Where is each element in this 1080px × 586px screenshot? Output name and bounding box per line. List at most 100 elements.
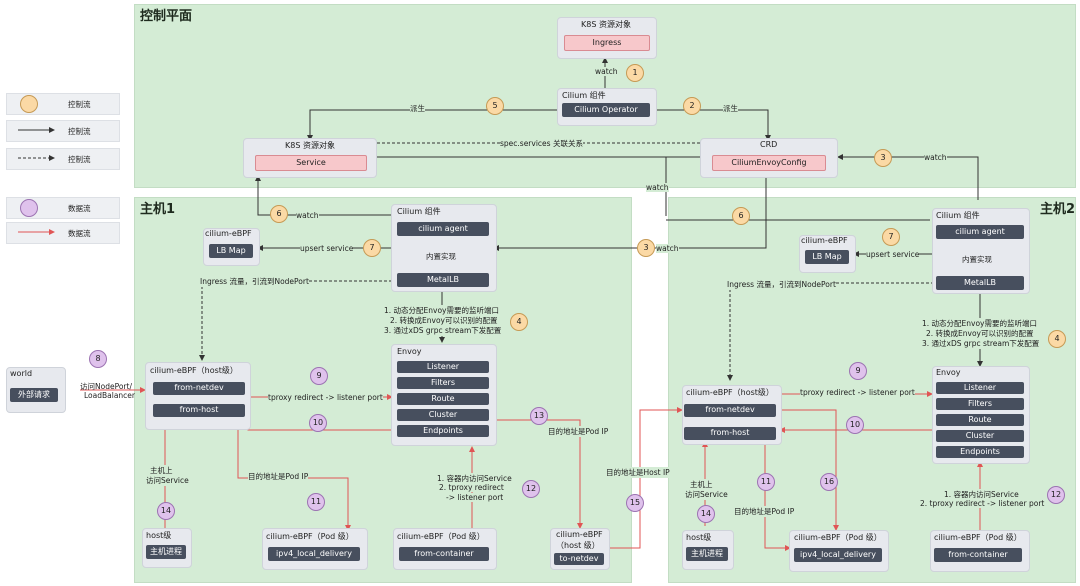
host1-cluster-box[interactable]: Cluster xyxy=(397,409,489,421)
crd-title: CRD xyxy=(760,140,778,149)
spec-services-label: spec.services 关联关系 xyxy=(500,138,583,149)
watch-label: watch xyxy=(924,153,947,162)
step-6-icon: 6 xyxy=(732,207,750,225)
world-title: world xyxy=(10,369,33,378)
host2-from-netdev-box[interactable]: from-netdev xyxy=(684,404,776,417)
host1-envoy-step: 1. 动态分配Envoy需要的监听端口 xyxy=(384,305,499,316)
control-plane-title: 控制平面 xyxy=(140,9,193,24)
host2-listener-box[interactable]: Listener xyxy=(936,382,1024,394)
host1-from-container-box[interactable]: from-container xyxy=(399,547,489,561)
step-9-icon: 9 xyxy=(310,367,328,385)
host1-metallb-box[interactable]: MetalLB xyxy=(397,273,489,287)
step-4-icon: 4 xyxy=(1048,330,1066,348)
host2-envoy-step: 2. 转换成Envoy可以识别的配置 xyxy=(926,328,1034,339)
host2-cilium-agent-box[interactable]: cilium agent xyxy=(936,225,1024,239)
host1-from-host-box[interactable]: from-host xyxy=(153,404,245,417)
host2-lbmap-box[interactable]: LB Map xyxy=(805,250,849,264)
host2-ipv4-local-box[interactable]: ipv4_local_delivery xyxy=(794,548,882,562)
step-7-icon: 7 xyxy=(363,239,381,257)
host1-host-ebpf2-title: （host 级） xyxy=(556,541,600,550)
step-10-icon: 10 xyxy=(309,414,327,432)
host1-title: 主机1 xyxy=(140,202,176,217)
host1-ipv4-local-box[interactable]: ipv4_local_delivery xyxy=(268,547,360,561)
step-15-icon: 15 xyxy=(626,494,644,512)
legend-item xyxy=(6,148,120,170)
host1-host-ebpf-title: cilium-eBPF（host级） xyxy=(150,366,238,375)
step-7-icon: 7 xyxy=(882,228,900,246)
legend-control-circle-icon xyxy=(20,95,38,113)
legend-label: 控制流 xyxy=(68,155,91,164)
host1-envoy-step: 3. 通过xDS grpc stream下发配置 xyxy=(384,325,502,336)
host1-tproxy-label: tproxy redirect -> listener port xyxy=(268,393,383,402)
host2-dest-host-label: 目的地址是Host IP xyxy=(606,467,670,478)
world-access-label: 访问NodePort/ xyxy=(80,382,132,391)
cilium-component-title: Cilium 组件 xyxy=(562,91,606,100)
host1-dest-pod-label: 目的地址是Pod IP xyxy=(248,471,309,482)
step-12-icon: 12 xyxy=(1047,486,1065,504)
step-11-icon: 11 xyxy=(307,493,325,511)
host1-route-box[interactable]: Route xyxy=(397,393,489,405)
spawn-label: 派生 xyxy=(723,103,738,114)
legend-label: 控制流 xyxy=(68,100,91,109)
step-13-icon: 13 xyxy=(530,407,548,425)
host2-host-ebpf-title: cilium-eBPF（host级） xyxy=(686,388,774,397)
host2-cluster-box[interactable]: Cluster xyxy=(936,430,1024,442)
step-6-icon: 6 xyxy=(270,205,288,223)
host1-envoy-title: Envoy xyxy=(397,347,422,356)
host2-host-access-label: 访问Service xyxy=(685,489,728,500)
host1-listener-box[interactable]: Listener xyxy=(397,361,489,373)
host1-host-ebpf-card xyxy=(145,362,251,430)
host2-cilium-component-title: Cilium 组件 xyxy=(936,211,980,220)
host2-ebpf-title: cilium-eBPF xyxy=(801,236,848,245)
legend-item xyxy=(6,222,120,244)
cilium-operator-box[interactable]: Cilium Operator xyxy=(562,103,650,117)
host2-container-step: 2. tproxy redirect -> listener port xyxy=(920,499,1045,508)
host2-builtin-label: 内置实现 xyxy=(962,255,992,264)
host2-pod-ebpf-title: cilium-eBPF（Pod 级） xyxy=(794,533,882,542)
legend-label: 数据流 xyxy=(68,204,91,213)
host2-route-box[interactable]: Route xyxy=(936,414,1024,426)
host1-cilium-agent-box[interactable]: cilium agent xyxy=(397,222,489,236)
host1-container-step: -> listener port xyxy=(446,493,504,502)
host2-from-container-box[interactable]: from-container xyxy=(934,548,1022,562)
host1-ingress-note: Ingress 流量，引流到NodePort xyxy=(200,276,309,287)
step-3-icon: 3 xyxy=(874,149,892,167)
service-box[interactable]: Service xyxy=(255,155,367,171)
host2-from-host-box[interactable]: from-host xyxy=(684,427,776,440)
k8s-top-title: K8S 资源对象 xyxy=(581,20,631,29)
host1-host-process-box[interactable]: 主机进程 xyxy=(146,545,186,559)
ingress-box[interactable]: Ingress xyxy=(564,35,650,51)
host1-dest-pod-label: 目的地址是Pod IP xyxy=(548,426,609,437)
host2-container-step: 1. 容器内访问Service xyxy=(944,489,1019,500)
host2-dest-pod-label: 目的地址是Pod IP xyxy=(734,506,795,517)
cilium-envoy-config-box[interactable]: CiliumEnvoyConfig xyxy=(712,155,826,171)
host2-host-process-box[interactable]: 主机进程 xyxy=(686,547,728,561)
host1-endpoints-box[interactable]: Endpoints xyxy=(397,425,489,437)
k8s-left-title: K8S 资源对象 xyxy=(285,141,335,150)
legend-label: 控制流 xyxy=(68,127,91,136)
step-4-icon: 4 xyxy=(510,313,528,331)
host2-endpoints-box[interactable]: Endpoints xyxy=(936,446,1024,458)
host2-envoy-title: Envoy xyxy=(936,368,961,377)
host2-pod-ebpf2-title: cilium-eBPF（Pod 级） xyxy=(934,533,1022,542)
step-9-icon: 9 xyxy=(849,362,867,380)
external-request-box[interactable]: 外部请求 xyxy=(10,388,58,402)
step-11-icon: 11 xyxy=(757,473,775,491)
host2-metallb-box[interactable]: MetalLB xyxy=(936,276,1024,290)
watch-label: watch xyxy=(595,67,618,76)
watch-label: watch xyxy=(656,244,679,253)
host1-to-netdev-box[interactable]: to-netdev xyxy=(554,553,604,565)
step-10-icon: 10 xyxy=(846,416,864,434)
host1-lbmap-box[interactable]: LB Map xyxy=(209,244,253,258)
host2-envoy-step: 3. 通过xDS grpc stream下发配置 xyxy=(922,338,1040,349)
host1-pod-ebpf-title: cilium-eBPF（Pod 级） xyxy=(266,532,354,541)
host2-filters-box[interactable]: Filters xyxy=(936,398,1024,410)
world-access-label: LoadBalancer xyxy=(84,391,135,400)
host1-host-ebpf2-title: cilium-eBPF xyxy=(556,530,603,539)
host1-builtin-label: 内置实现 xyxy=(426,252,456,261)
host1-from-netdev-box[interactable]: from-netdev xyxy=(153,382,245,395)
host1-filters-box[interactable]: Filters xyxy=(397,377,489,389)
step-2-icon: 2 xyxy=(683,97,701,115)
host2-envoy-step: 1. 动态分配Envoy需要的监听端口 xyxy=(922,318,1037,329)
host1-host-access-label: 主机上 xyxy=(150,465,173,476)
